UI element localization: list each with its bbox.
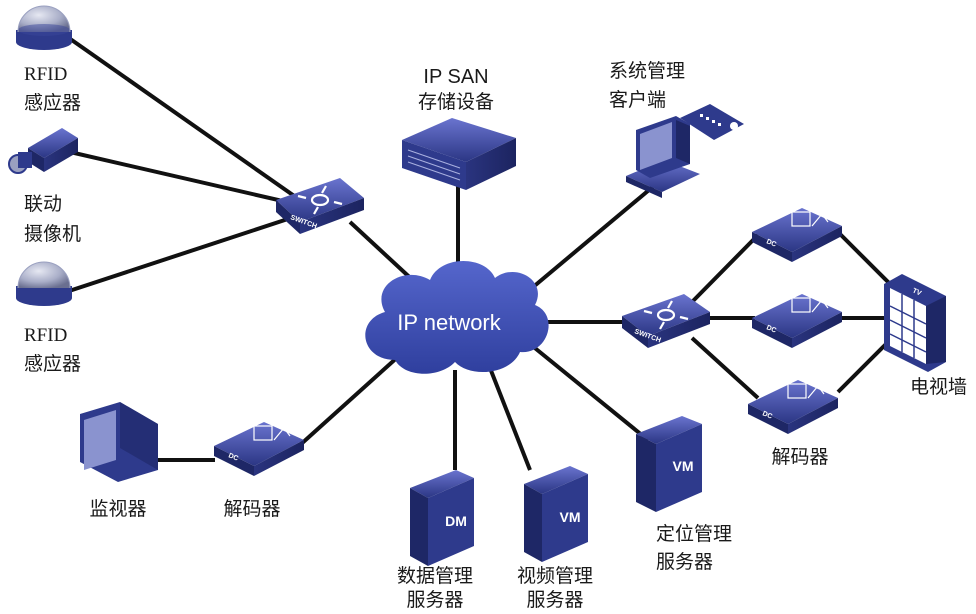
left-switch: SWITCH	[276, 178, 364, 234]
vm-video-server-label-2: 服务器	[526, 589, 583, 611]
link-cloud-vm-video	[488, 367, 532, 471]
rfid-sensor-bottom	[16, 261, 72, 306]
decoder-left-tag: DC	[227, 452, 239, 462]
monitor-label: 监视器	[89, 498, 146, 520]
ip-san-storage	[402, 118, 516, 190]
link-client-cloud	[518, 183, 657, 300]
rfid-dome-icon	[17, 5, 71, 33]
vm-location-server-label-1: 定位管理	[656, 523, 732, 545]
vm-video-server-tag: VM	[560, 509, 581, 525]
storage-label-2: 存储设备	[418, 91, 494, 113]
rfid-sensor-top	[16, 5, 72, 50]
link-cloud-decoder-left	[298, 353, 402, 447]
client-label-1: 系统管理	[609, 60, 685, 82]
camera	[8, 128, 78, 174]
link-switch-cloud	[348, 220, 420, 287]
tv-wall: TV	[884, 274, 946, 372]
rfid-top-label-2: 感应器	[24, 92, 81, 114]
camera-label-2: 摄像机	[24, 223, 81, 245]
switch-arrows-icon	[297, 185, 343, 215]
decoder-right-mid-tag: DC	[765, 324, 777, 334]
monitor	[80, 402, 158, 482]
tv-tag: TV	[911, 287, 922, 297]
decoder-right-mid: DC	[752, 294, 842, 348]
dm-server-label-1: 数据管理	[397, 565, 473, 587]
dm-server: DM	[410, 470, 474, 566]
links	[64, 34, 892, 471]
decoder-chip-icon-3	[787, 383, 825, 399]
computer-icon	[626, 116, 700, 198]
link-cloud-vm-location	[523, 338, 650, 442]
decoder-right-top-tag: DC	[765, 238, 777, 248]
link-switch-decoder-top	[690, 233, 760, 304]
vm-location-server: VM	[636, 416, 702, 512]
vm-video-server-label-1: 视频管理	[517, 565, 593, 587]
dm-server-label-2: 服务器	[406, 589, 463, 611]
camera-label-1: 联动	[24, 193, 62, 215]
decoder-left-label: 解码器	[223, 498, 280, 520]
link-decoder-top-tv	[836, 230, 892, 286]
tv-grid-icon	[889, 294, 927, 358]
link-switch-decoder-bottom	[690, 336, 760, 400]
management-client	[626, 104, 744, 198]
dm-server-tag: DM	[445, 513, 467, 529]
rfid-bottom-label-2: 感应器	[24, 353, 81, 375]
disk-slots-icon	[407, 149, 461, 181]
right-switch: SWITCH	[622, 294, 710, 348]
decoder-right-label: 解码器	[771, 446, 828, 468]
vm-location-server-tag: VM	[673, 458, 694, 474]
decoder-right-top: DC	[752, 208, 842, 262]
vm-location-server-label-2: 服务器	[656, 551, 713, 573]
client-label-2: 客户端	[609, 89, 666, 111]
link-decoder-bottom-tv	[836, 338, 892, 394]
switch-arrows-icon-2	[643, 300, 689, 330]
monitor-icon	[80, 402, 158, 482]
keyboard-icon	[680, 104, 744, 140]
ip-network-cloud: IP network	[365, 260, 549, 374]
vm-video-server: VM	[524, 466, 588, 562]
rfid-dome-icon-2	[17, 261, 71, 289]
rfid-bottom-label-1: RFID	[24, 325, 67, 346]
camera-icon	[8, 128, 78, 174]
decoder-chip-icon	[791, 211, 829, 227]
rfid-top-label-1: RFID	[24, 64, 67, 85]
decoder-left: DC	[214, 422, 304, 476]
decoder-chip-icon-4	[253, 425, 291, 441]
link-camera-switch	[69, 150, 301, 207]
decoder-chip-icon-2	[791, 297, 829, 313]
cloud-label: IP network	[397, 310, 502, 335]
tv-wall-label: 电视墙	[910, 376, 967, 398]
link-rfid-bottom-switch	[65, 213, 301, 294]
storage-label-1: IP SAN	[423, 66, 488, 88]
decoder-right-bottom-tag: DC	[761, 410, 773, 420]
decoder-right-bottom: DC	[748, 380, 838, 434]
link-rfid-top-switch	[64, 34, 302, 202]
